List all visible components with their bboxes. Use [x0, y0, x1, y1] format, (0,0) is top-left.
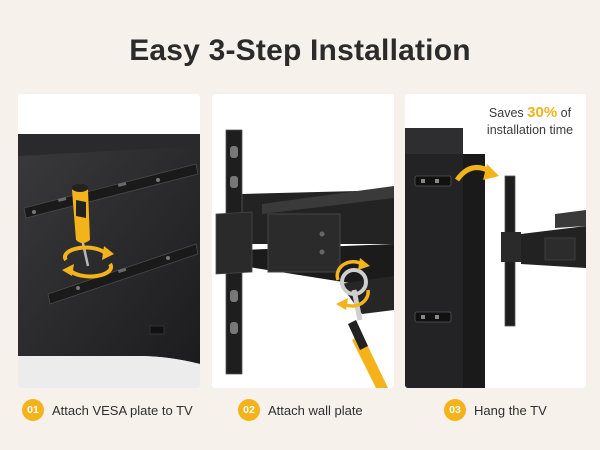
- rotate-arrows-icon: [62, 245, 114, 279]
- wall-plate: [215, 129, 253, 375]
- curved-arrow-icon: [454, 164, 499, 182]
- callout-highlight: 30%: [527, 104, 558, 121]
- step-1-image: [18, 94, 200, 388]
- tv-vesa-rail-upper: [414, 175, 452, 187]
- wrench-icon: [340, 268, 388, 388]
- step-3-image: Saves 30% of installation time: [405, 94, 586, 388]
- step-1-label: Attach VESA plate to TV: [52, 402, 193, 418]
- screwdriver-icon: [72, 184, 90, 267]
- callout-line2: installation time: [486, 123, 574, 137]
- time-savings-callout: Saves 30% of installation time: [475, 104, 585, 139]
- step-2-label: Attach wall plate: [268, 402, 363, 418]
- step-2-image: [212, 94, 394, 388]
- vesa-rail-upper: [23, 163, 199, 219]
- page-title: Easy 3-Step Installation: [129, 34, 471, 67]
- step-3: 03 Hang the TV: [444, 398, 547, 422]
- step-2-badge: 02: [238, 399, 260, 421]
- callout-prefix: Saves: [488, 106, 524, 120]
- step-3-label: Hang the TV: [474, 402, 547, 418]
- vesa-rail-lower: [47, 243, 199, 305]
- step-2: 02 Attach wall plate: [238, 398, 363, 422]
- step-1-badge: 01: [22, 399, 44, 421]
- step-1: 01 Attach VESA plate to TV: [22, 398, 193, 422]
- tv-vesa-rail-lower: [414, 311, 452, 323]
- step-3-badge: 03: [444, 399, 466, 421]
- callout-suffix: of: [560, 106, 572, 120]
